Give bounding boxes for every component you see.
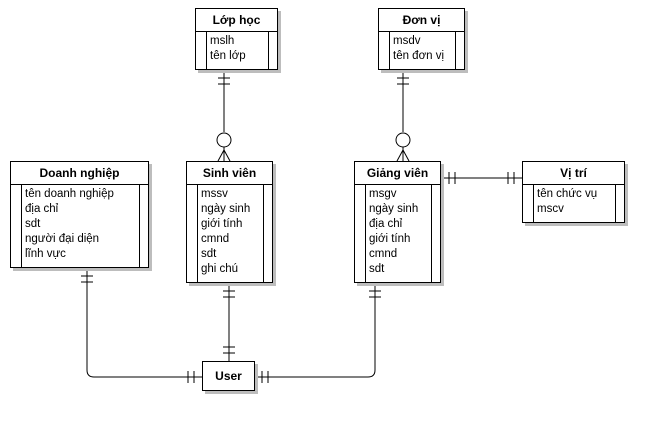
entity-field: mscv <box>537 203 564 215</box>
entity-field: tên chức vụ <box>537 188 598 200</box>
entity-field: địa chỉ <box>25 203 59 215</box>
entity-field: sdt <box>201 248 217 260</box>
entity-field: ngày sinh <box>201 203 251 215</box>
entity-don-vi[interactable]: Đơn vị msdv tên đơn vị <box>378 8 465 70</box>
entity-field: tên lớp <box>210 50 246 62</box>
entity-title: Đơn vị <box>379 9 464 32</box>
entity-field: người đại diện <box>25 233 100 245</box>
zero-marker <box>216 132 232 148</box>
entity-title: Sinh viên <box>187 162 272 185</box>
connector-line <box>86 268 202 378</box>
entity-title: Vị trí <box>523 162 624 185</box>
entity-giang-vien[interactable]: Giảng viên msgv ngày sinh địa chỉ giới tính… <box>354 161 441 283</box>
entity-user[interactable]: User <box>202 361 255 391</box>
entity-field: ghi chú <box>201 263 239 275</box>
entity-field: tên doanh nghiệp <box>25 188 114 200</box>
entity-field: mslh <box>210 35 235 47</box>
entity-vi-tri[interactable]: Vị trí tên chức vụ mscv <box>522 161 625 223</box>
entity-field: cmnd <box>201 233 230 245</box>
entity-field: địa chỉ <box>369 218 403 230</box>
entity-field: sdt <box>25 218 41 230</box>
crowfoot-marker <box>223 149 231 162</box>
entity-sinh-vien[interactable]: Sinh viên mssv ngày sinh giới tính cmnd sdt g… <box>186 161 273 283</box>
entity-title: User <box>215 369 242 383</box>
crowfoot-marker <box>402 149 410 162</box>
entity-doanh-nghiep[interactable]: Doanh nghiệp tên doanh nghiệp địa chỉ sdt n… <box>10 161 149 268</box>
connector-line <box>255 283 376 378</box>
entity-field: ngày sinh <box>369 203 419 215</box>
entity-field: mssv <box>201 188 228 200</box>
entity-field: giới tính <box>201 218 243 230</box>
entity-field: msgv <box>369 188 397 200</box>
entity-field: msdv <box>393 35 421 47</box>
entity-field: tên đơn vị <box>393 50 445 62</box>
entity-title: Doanh nghiệp <box>11 162 148 185</box>
entity-field: sdt <box>369 263 385 275</box>
entity-field: lĩnh vực <box>25 248 66 260</box>
crowfoot-marker <box>396 149 404 162</box>
field-list: mssv ngày sinh giới tính cmnd sdt ghi chú <box>197 184 272 277</box>
field-list: tên chức vụ mscv <box>533 184 624 217</box>
field-list: msgv ngày sinh địa chỉ giới tính cmnd sdt <box>365 184 440 277</box>
field-list: msdv tên đơn vị <box>389 31 464 64</box>
field-list: mslh tên lớp <box>206 31 277 64</box>
entity-field: cmnd <box>369 248 398 260</box>
entity-field: giới tính <box>369 233 411 245</box>
zero-marker <box>395 132 411 148</box>
entity-title: Lớp học <box>196 9 277 32</box>
field-list: tên doanh nghiệp địa chỉ sdt người đại diện… <box>21 184 148 262</box>
crowfoot-marker <box>217 149 225 162</box>
entity-title: Giảng viên <box>355 162 440 185</box>
entity-lop-hoc[interactable]: Lớp học mslh tên lớp <box>195 8 278 70</box>
